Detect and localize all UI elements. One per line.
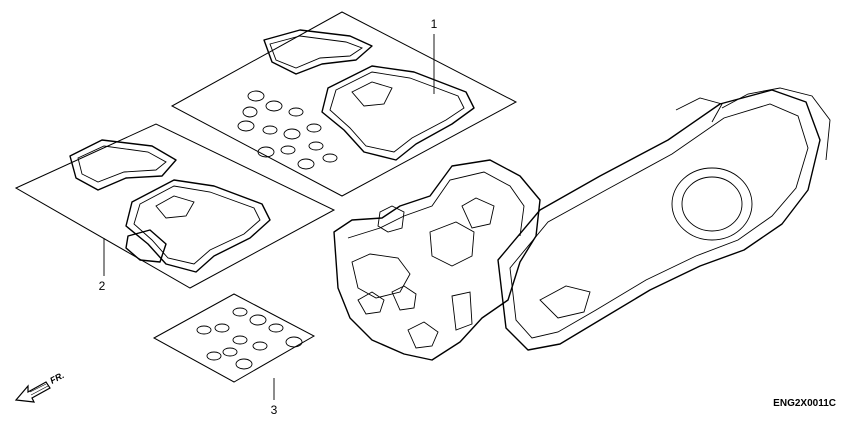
- head-cover-gasket-2: [125, 179, 271, 273]
- o-ring-set-3: [196, 307, 303, 370]
- front-direction-arrow-icon: [14, 381, 51, 403]
- gasket-kit-2-panel: [14, 123, 336, 289]
- head-cover-gasket-1: [321, 65, 475, 161]
- callout-label-1: 1: [431, 17, 438, 31]
- diagram-code: ENG2X0011C: [773, 398, 836, 409]
- front-direction-label: FR.: [48, 370, 65, 386]
- small-gasket-2: [125, 229, 167, 263]
- engine-assembly-drawing: [333, 87, 831, 361]
- cover-gasket-2: [69, 139, 177, 191]
- callout-label-3: 3: [271, 403, 278, 417]
- gasket-kit-3-panel: [152, 293, 316, 400]
- gasket-kit-1-panel: [170, 11, 518, 197]
- callout-label-2: 2: [99, 279, 106, 293]
- o-ring-set-1: [237, 90, 338, 170]
- cover-gasket-1: [263, 29, 373, 75]
